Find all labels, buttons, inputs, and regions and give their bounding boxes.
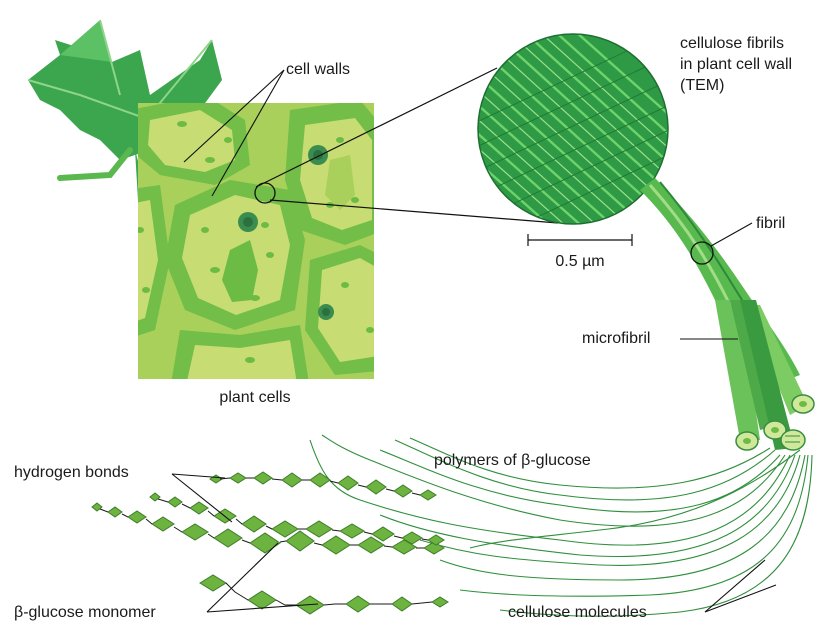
label-fibrils-line2: in plant cell wall xyxy=(680,56,792,73)
label-fibrils-line3: (TEM) xyxy=(680,77,724,94)
label-monomer: β-glucose monomer xyxy=(14,604,156,621)
label-fibrils-line1: cellulose fibrils xyxy=(680,35,784,52)
glucose-chains xyxy=(92,472,448,614)
label-hydrogen-bonds: hydrogen bonds xyxy=(14,464,129,481)
label-fibril: fibril xyxy=(756,215,785,232)
fibril-bundle xyxy=(640,178,814,450)
scale-bar xyxy=(528,234,632,246)
plant-cells-panel xyxy=(125,95,390,390)
label-cell-walls: cell walls xyxy=(286,61,350,78)
label-scale-bar: 0.5 µm xyxy=(555,253,604,270)
label-microfibril: microfibril xyxy=(582,330,650,347)
label-polymers: polymers of β-glucose xyxy=(434,452,591,469)
label-cellulose-molecules: cellulose molecules xyxy=(508,604,647,621)
label-plant-cells: plant cells xyxy=(219,389,290,406)
